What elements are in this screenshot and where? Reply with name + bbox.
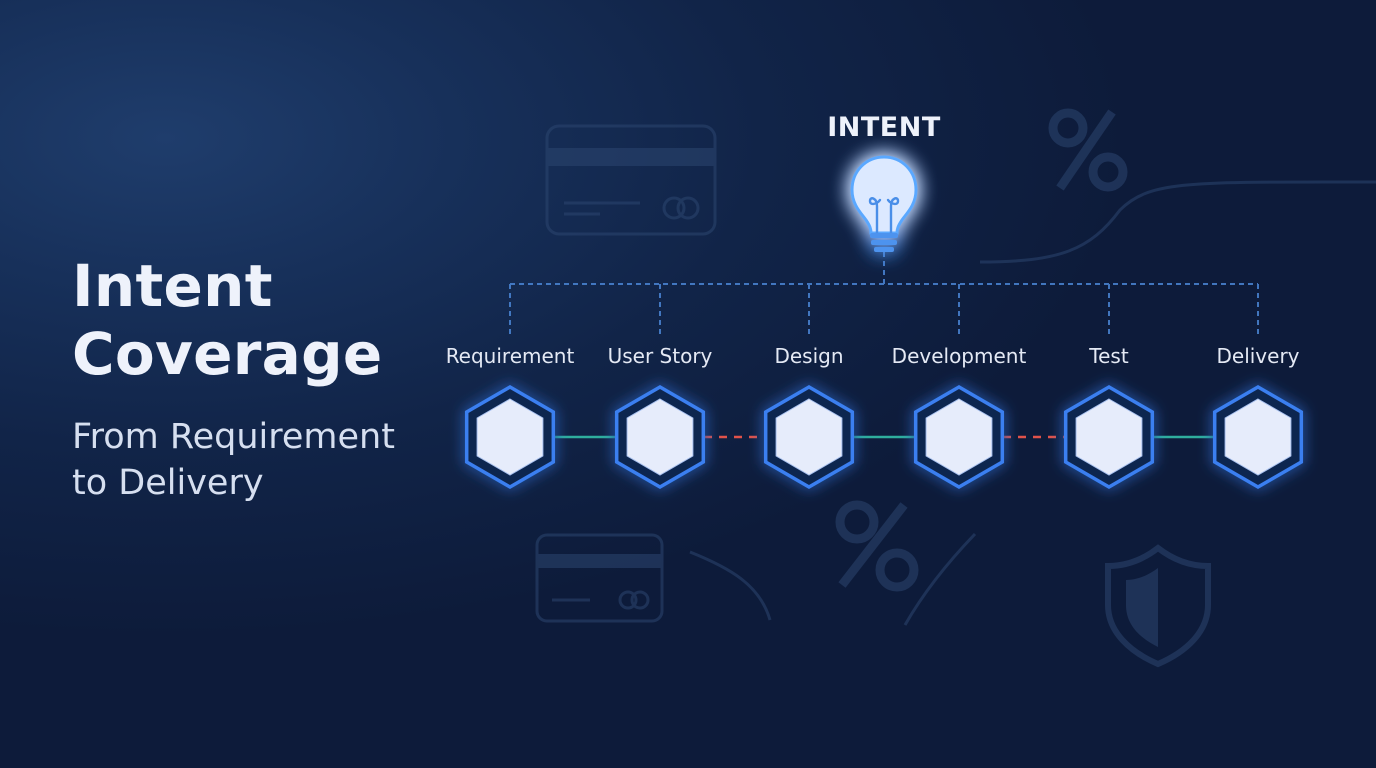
intent-tree [509,252,1259,336]
page-title: Intent Coverage [72,252,383,388]
stage-label-development: Development [891,344,1027,368]
stage-label-delivery: Delivery [1216,344,1300,368]
stage-label-test: Test [1089,344,1129,368]
credit-card-icon [535,533,664,623]
shield-icon [1105,544,1211,668]
background-curve [979,180,1376,264]
percent-icon [1048,108,1128,192]
stage-node-requirement [464,384,556,490]
lightbulb-icon [850,155,918,252]
hexagon-inner [476,398,544,476]
credit-card-icon [545,124,717,236]
hexagon-inner [1075,398,1143,476]
hexagon-inner [626,398,694,476]
stage-label-requirement: Requirement [445,344,575,368]
hexagon-inner [775,398,843,476]
background-decor [535,108,1376,668]
subtitle-line: From Requirement [72,417,395,457]
stage-node-user-story [614,384,706,490]
intent-label: INTENT [827,112,941,143]
stage-node-delivery [1212,384,1304,490]
title-line: Intent [72,252,273,320]
stage-label-user-story: User Story [607,344,713,368]
title-line: Coverage [72,320,383,388]
stage-node-test [1063,384,1155,490]
background-curve [903,532,977,626]
background-curve [689,550,772,621]
stage-label-design: Design [774,344,844,368]
percent-icon [835,500,919,592]
subtitle-line: to Delivery [72,463,264,503]
stage-node-development [913,384,1005,490]
hexagon-inner [925,398,993,476]
stage-node-design [763,384,855,490]
hexagon-inner [1224,398,1292,476]
page-subtitle: From Requirement to Delivery [72,414,395,506]
stage-nodes [464,384,1304,490]
